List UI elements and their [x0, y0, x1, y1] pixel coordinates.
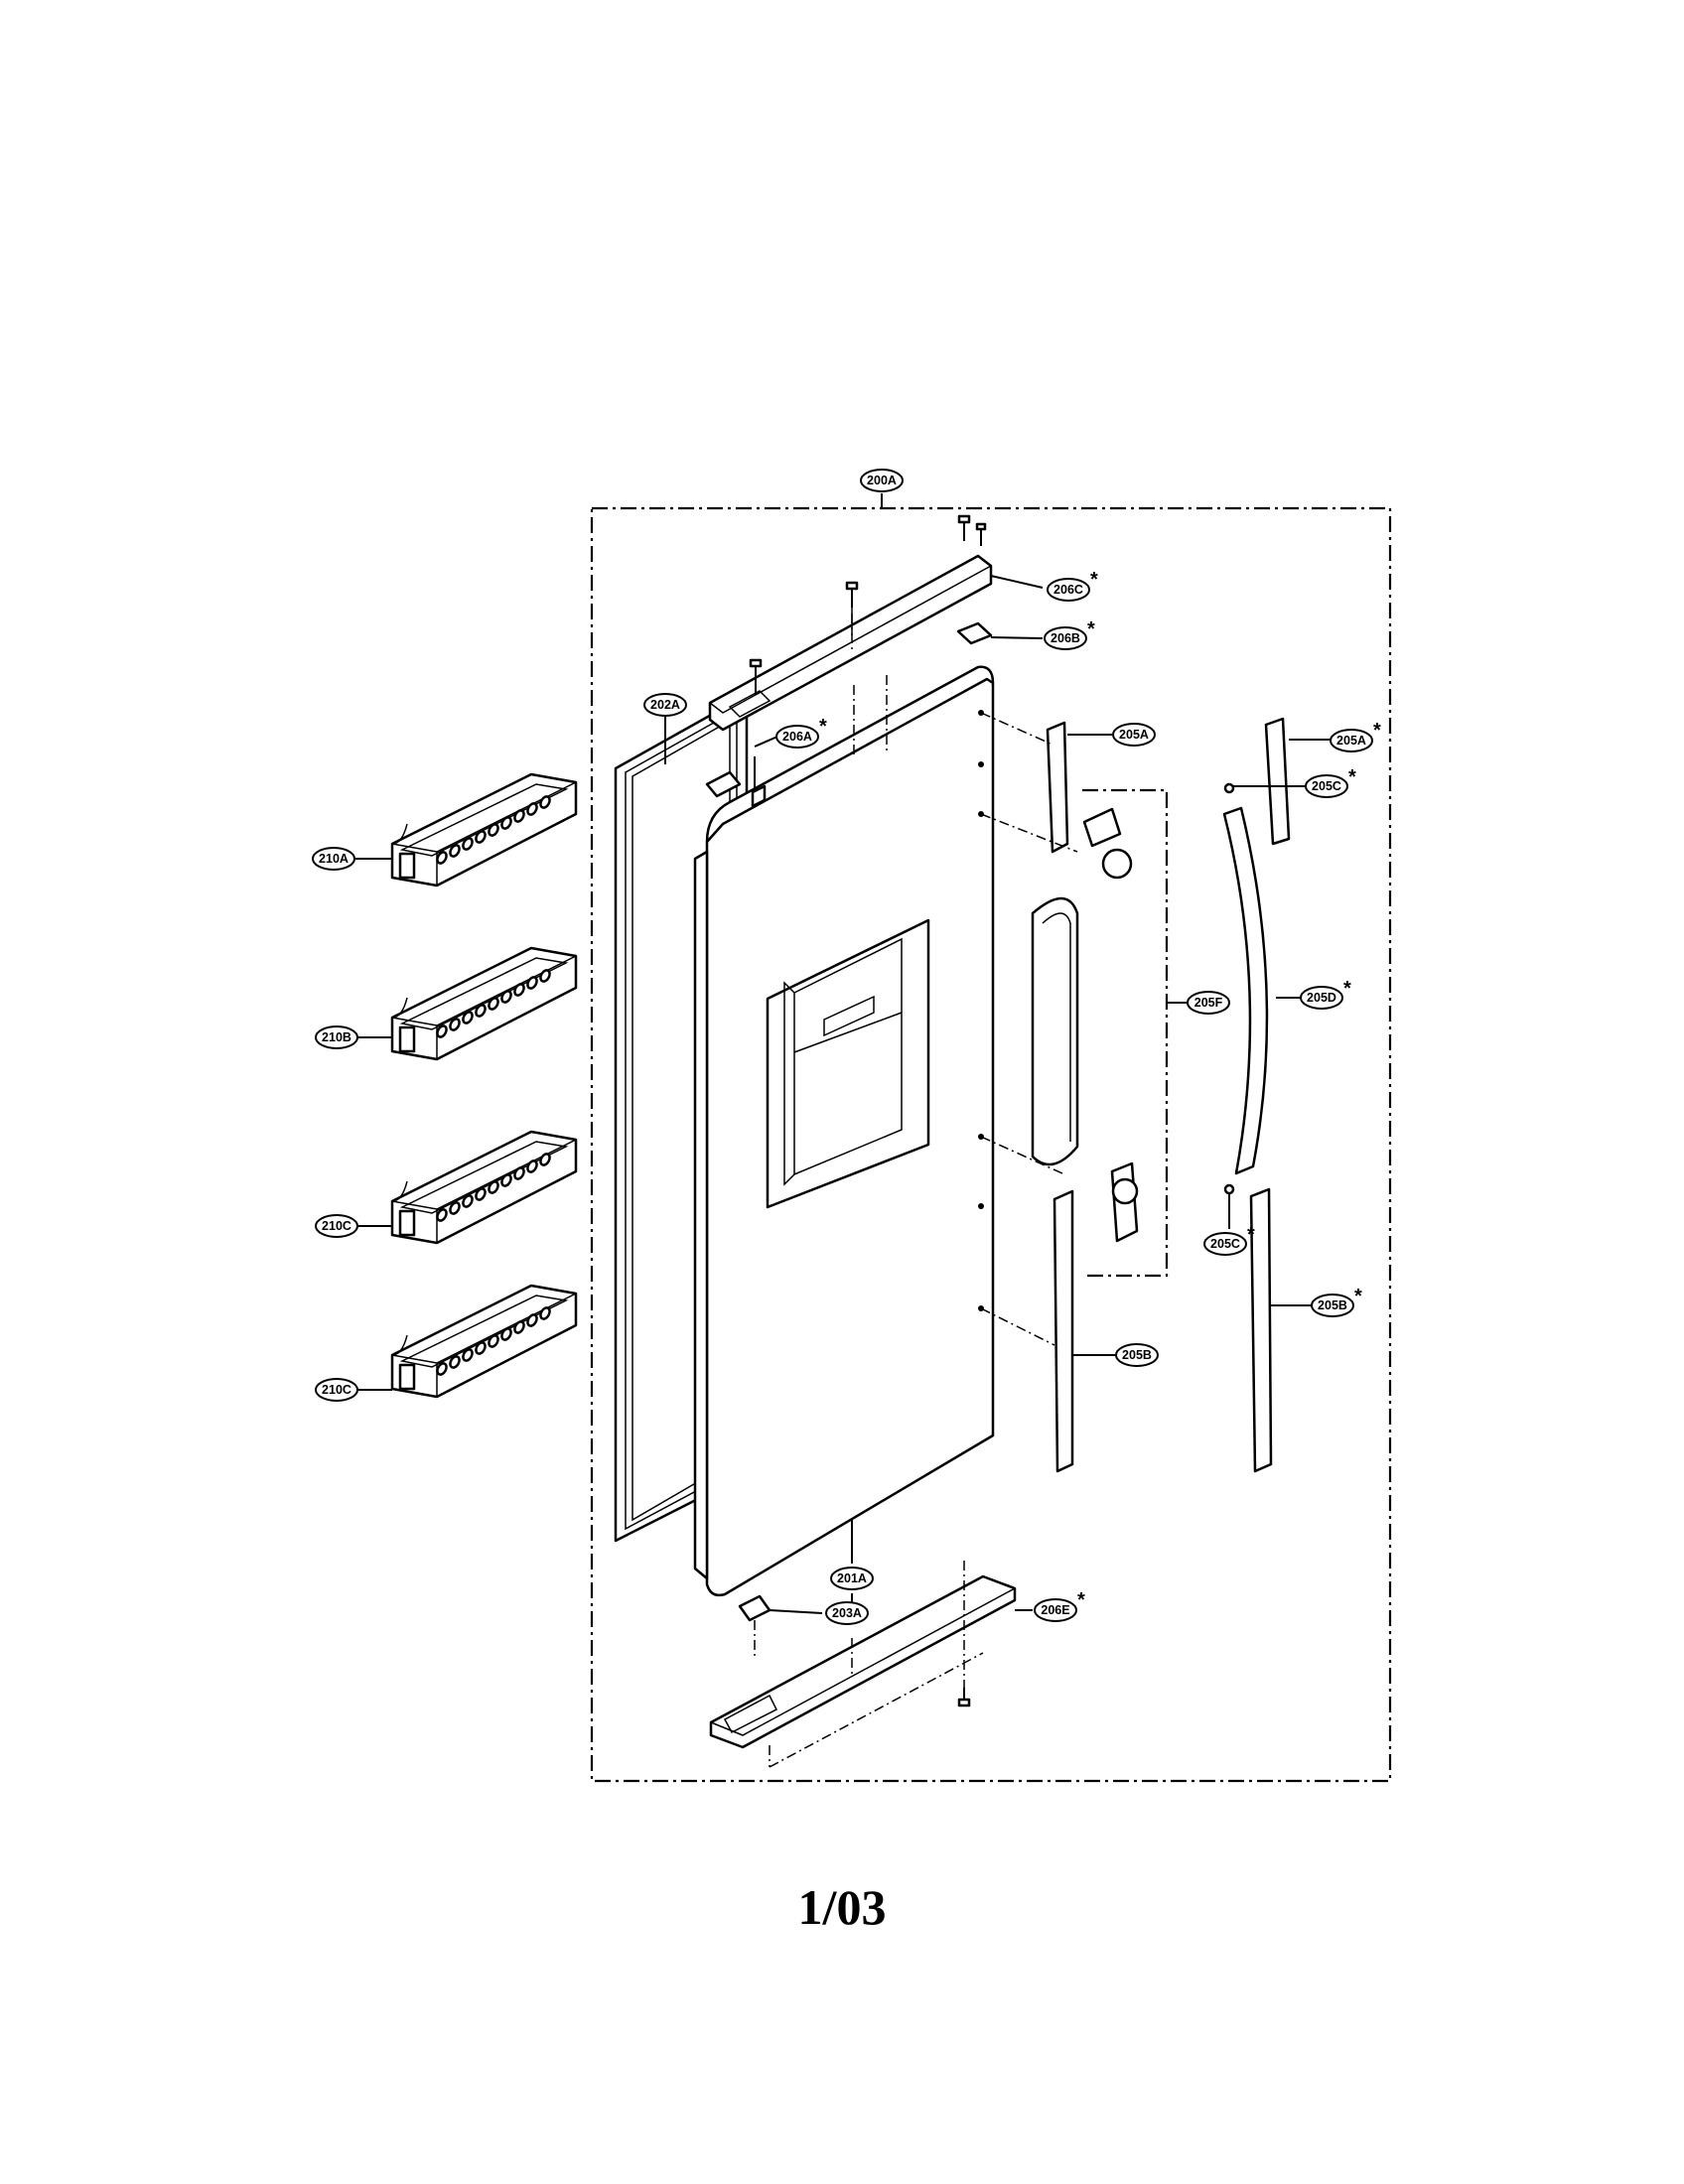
svg-text:210B: 210B — [322, 1030, 351, 1044]
svg-text:203A: 203A — [832, 1606, 862, 1620]
inner-handle-parts — [980, 712, 1169, 1473]
svg-text:*: * — [1343, 978, 1351, 1000]
svg-text:*: * — [1090, 569, 1098, 591]
svg-text:*: * — [1373, 720, 1381, 742]
label-210B: 210B — [315, 1025, 358, 1049]
svg-text:205C: 205C — [1312, 779, 1341, 793]
label-210C-upper: 210C — [315, 1214, 358, 1238]
door-bin — [390, 946, 578, 1061]
svg-text:*: * — [819, 716, 827, 738]
assembly-boundary — [590, 493, 1392, 1783]
label-210A: 210A — [312, 847, 355, 871]
svg-text:205A: 205A — [1119, 728, 1149, 742]
page-number: 1/03 — [797, 1879, 887, 1935]
svg-text:202A: 202A — [650, 698, 680, 712]
svg-text:205F: 205F — [1194, 996, 1223, 1010]
label-203A: 203A — [825, 1601, 869, 1625]
svg-text:205B: 205B — [1122, 1348, 1152, 1362]
svg-text:*: * — [1077, 1589, 1085, 1611]
svg-text:206E: 206E — [1041, 1603, 1069, 1617]
door-bin — [390, 772, 578, 887]
label-206A: 206A * — [775, 716, 827, 749]
svg-text:201A: 201A — [837, 1571, 867, 1585]
label-206E: 206E * — [1034, 1589, 1085, 1622]
part-labels: 200A 206C * 206B * 202A 206A * 205A 205A * 2… — [312, 469, 1381, 1625]
label-205C-top: 205C * — [1305, 766, 1356, 798]
svg-text:210C: 210C — [322, 1219, 351, 1233]
door-bins — [390, 772, 578, 1399]
svg-text:205A: 205A — [1336, 734, 1366, 748]
label-205A-right: 205A * — [1330, 720, 1381, 752]
top-hinge-cover — [705, 514, 993, 808]
label-205D: 205D * — [1300, 978, 1351, 1010]
label-205B-right: 205B * — [1311, 1286, 1362, 1317]
svg-text:206A: 206A — [782, 730, 812, 744]
label-205A-left: 205A — [1112, 723, 1156, 747]
label-210C-lower: 210C — [315, 1378, 358, 1402]
label-205C-bottom: 205C * — [1203, 1224, 1255, 1256]
svg-text:205D: 205D — [1307, 991, 1336, 1005]
svg-text:200A: 200A — [867, 474, 897, 487]
svg-text:205C: 205C — [1210, 1237, 1240, 1251]
svg-text:210C: 210C — [322, 1383, 351, 1397]
svg-text:210A: 210A — [319, 852, 349, 866]
svg-text:206B: 206B — [1051, 631, 1080, 645]
door-bin — [390, 1130, 578, 1245]
label-201A: 201A — [830, 1567, 874, 1590]
label-200A: 200A — [860, 469, 904, 492]
door-bin — [390, 1284, 578, 1399]
outer-handle-parts — [1222, 717, 1291, 1473]
svg-text:*: * — [1247, 1224, 1255, 1246]
svg-text:*: * — [1354, 1286, 1362, 1307]
svg-text:205B: 205B — [1318, 1298, 1347, 1312]
label-leader-lines — [355, 575, 1331, 1614]
label-202A: 202A — [643, 693, 687, 717]
svg-text:*: * — [1348, 766, 1356, 788]
label-206C: 206C * — [1047, 569, 1098, 602]
label-205B-left: 205B — [1115, 1343, 1159, 1367]
label-205F: 205F — [1187, 991, 1230, 1015]
svg-text:206C: 206C — [1053, 583, 1083, 597]
bottom-hinge-cover — [709, 1561, 1017, 1768]
svg-text:*: * — [1087, 618, 1095, 640]
door-panel — [693, 665, 995, 1597]
label-206B: 206B * — [1044, 618, 1095, 650]
